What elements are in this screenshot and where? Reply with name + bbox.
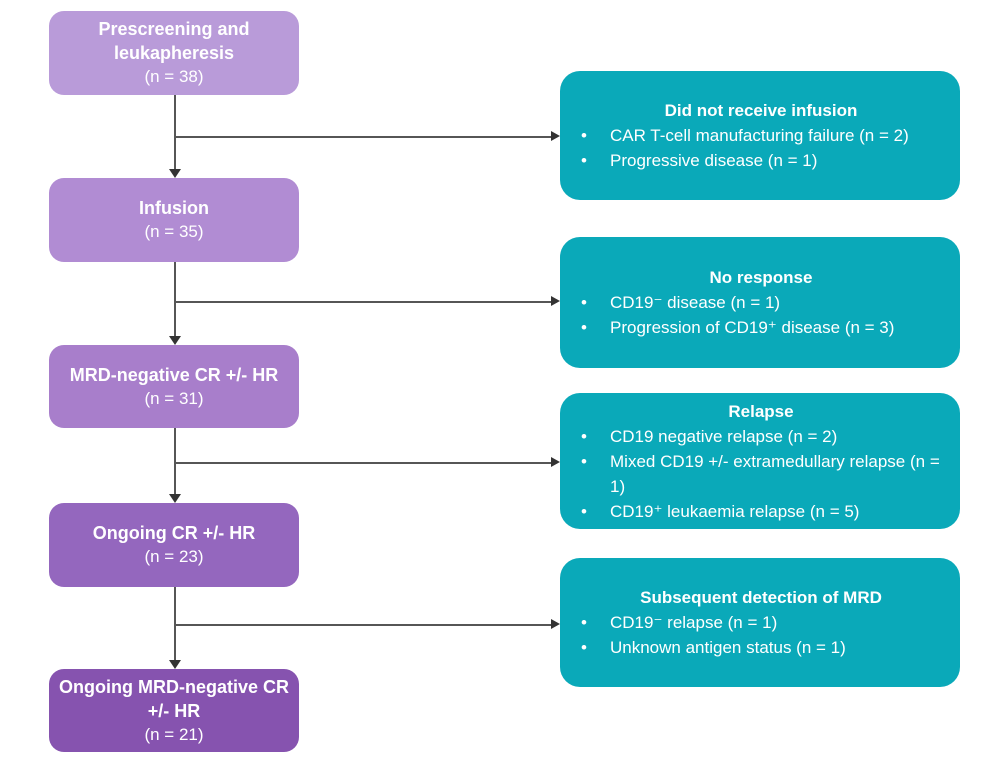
branch-title: Relapse [728, 401, 794, 421]
bullet-icon: • [581, 451, 587, 471]
branch-bullet-list: • CD19⁻ relapse (n = 1) • Unknown antige… [576, 610, 946, 660]
step-title: MRD-negative CR +/- HR [69, 364, 279, 385]
bullet-icon: • [581, 151, 587, 170]
step-count: (n = 23) [144, 547, 204, 566]
branch-bullet-list: • CD19⁻ disease (n = 1) • Progression of… [576, 290, 946, 340]
step-title: Ongoing CR +/- HR [92, 523, 256, 543]
list-item: • Mixed CD19 +/- extramedullary relapse … [576, 449, 946, 499]
step-count: (n = 38) [144, 67, 204, 86]
flow-step-ongoing-mrd-negative-cr: Ongoing MRD-negative CR +/- HR (n = 21) [49, 669, 299, 752]
branch-title: Did not receive infusion [664, 101, 858, 120]
flow-step-prescreening: Prescreening and leukapheresis (n = 38) [49, 11, 299, 95]
bullet-icon: • [581, 426, 587, 446]
list-item: • CD19 negative relapse (n = 2) [576, 424, 946, 449]
branch-bullet-list: • CD19 negative relapse (n = 2) • Mixed … [576, 424, 946, 524]
arrow-down-icon [169, 336, 181, 345]
flow-step-ongoing-cr: Ongoing CR +/- HR (n = 23) [49, 503, 299, 587]
branch-title: No response [709, 268, 813, 287]
connector-line [175, 136, 552, 138]
arrow-down-icon [169, 169, 181, 178]
bullet-text: CD19⁻ disease (n = 1) [610, 293, 781, 312]
list-item: • CAR T-cell manufacturing failure (n = … [576, 123, 946, 148]
connector-line [174, 587, 176, 660]
bullet-icon: • [581, 501, 587, 521]
step-count: (n = 35) [144, 222, 204, 241]
arrow-right-icon [551, 457, 560, 467]
list-item: • CD19⁻ relapse (n = 1) [576, 610, 946, 635]
bullet-text: CD19 negative relapse (n = 2) [610, 426, 838, 446]
branch-relapse: Relapse • CD19 negative relapse (n = 2) … [560, 393, 960, 529]
bullet-text: Mixed CD19 +/- extramedullary relapse (n… [610, 451, 940, 496]
arrow-right-icon [551, 619, 560, 629]
branch-no-response: No response • CD19⁻ disease (n = 1) • Pr… [560, 237, 960, 368]
connector-line [175, 301, 552, 303]
arrow-right-icon [551, 296, 560, 306]
arrow-right-icon [551, 131, 560, 141]
bullet-text: CD19⁺ leukaemia relapse (n = 5) [610, 501, 860, 521]
list-item: • CD19⁻ disease (n = 1) [576, 290, 946, 315]
bullet-text: CAR T-cell manufacturing failure (n = 2) [610, 126, 909, 145]
list-item: • Progressive disease (n = 1) [576, 148, 946, 173]
step-count: (n = 31) [144, 388, 204, 408]
step-title: Infusion [139, 198, 209, 218]
arrow-down-icon [169, 660, 181, 669]
bullet-text: Progression of CD19⁺ disease (n = 3) [610, 318, 895, 337]
bullet-icon: • [581, 613, 587, 632]
list-item: • CD19⁺ leukaemia relapse (n = 5) [576, 499, 946, 524]
branch-bullet-list: • CAR T-cell manufacturing failure (n = … [576, 123, 946, 173]
bullet-icon: • [581, 638, 587, 657]
branch-subsequent-detection-of-mrd: Subsequent detection of MRD • CD19⁻ rela… [560, 558, 960, 687]
connector-line [175, 462, 552, 464]
arrow-down-icon [169, 494, 181, 503]
bullet-icon: • [581, 293, 587, 312]
connector-line [174, 95, 176, 169]
connector-line [175, 624, 552, 626]
connector-line [174, 428, 176, 494]
connector-line [174, 262, 176, 336]
step-count: (n = 21) [144, 724, 204, 744]
branch-did-not-receive-infusion: Did not receive infusion • CAR T-cell ma… [560, 71, 960, 200]
flow-step-infusion: Infusion (n = 35) [49, 178, 299, 262]
bullet-text: CD19⁻ relapse (n = 1) [610, 613, 778, 632]
bullet-icon: • [581, 318, 587, 337]
bullet-icon: • [581, 126, 587, 145]
flow-step-mrd-negative-cr: MRD-negative CR +/- HR (n = 31) [49, 345, 299, 428]
list-item: • Progression of CD19⁺ disease (n = 3) [576, 315, 946, 340]
step-title: Prescreening and leukapheresis [98, 19, 250, 63]
bullet-text: Progressive disease (n = 1) [610, 151, 818, 170]
step-title: Ongoing MRD-negative CR +/- HR [59, 676, 289, 721]
list-item: • Unknown antigen status (n = 1) [576, 635, 946, 660]
bullet-text: Unknown antigen status (n = 1) [610, 638, 846, 657]
branch-title: Subsequent detection of MRD [640, 588, 882, 607]
